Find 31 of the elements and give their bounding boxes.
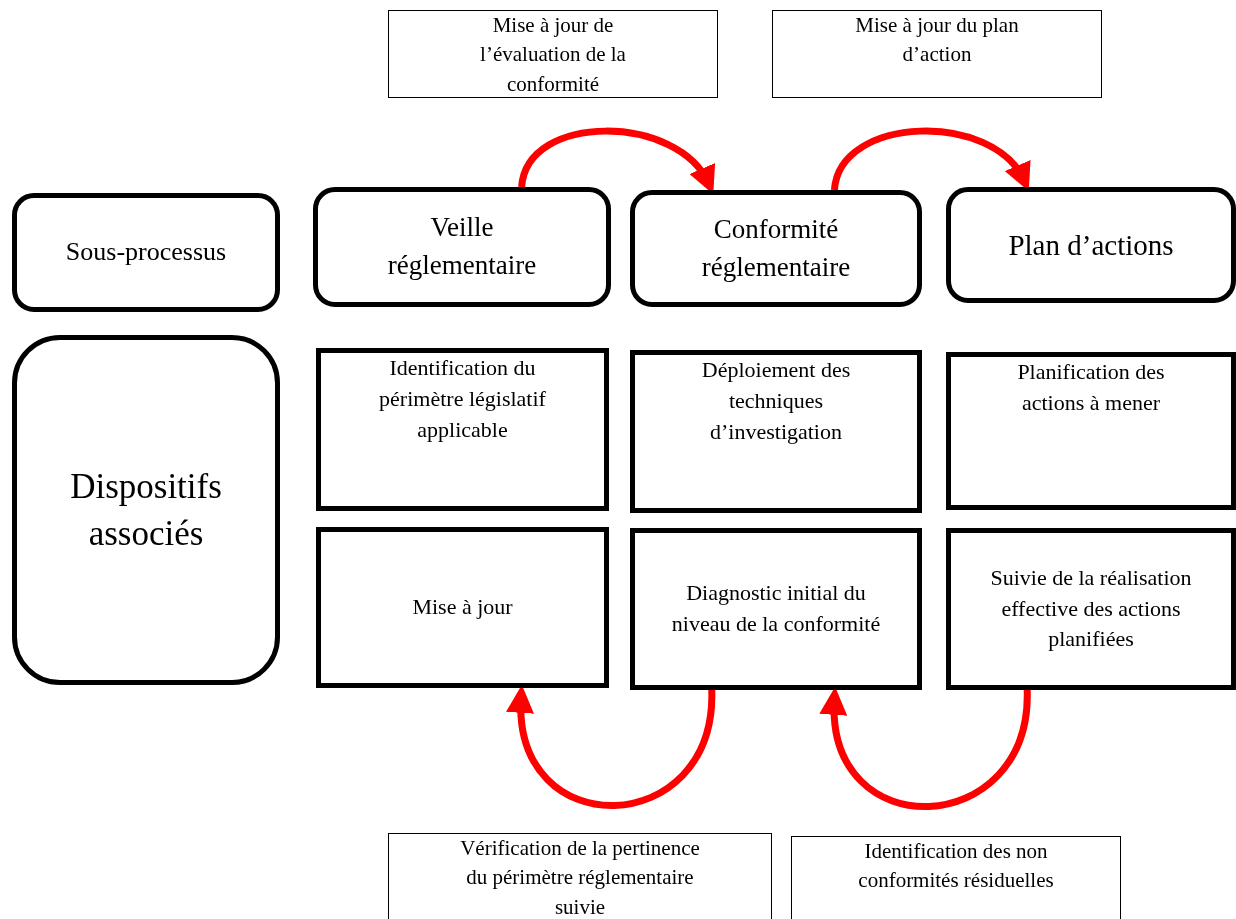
- box-label: Plan d’actions: [1008, 227, 1174, 263]
- step-box: [316, 348, 609, 511]
- box-label: Veille réglementaire: [387, 211, 537, 282]
- box-label: Suivie de la réalisation effective des actions planifiées: [989, 563, 1193, 654]
- process-box: [946, 187, 1236, 303]
- process-box: [630, 190, 922, 307]
- box-label: Sous-processus: [65, 236, 227, 269]
- note-box: [791, 836, 1121, 919]
- process-box: [12, 193, 280, 312]
- box-label: Identification du périmètre législatif applicable: [378, 354, 547, 444]
- step-box: [630, 350, 922, 513]
- step-box: [946, 528, 1236, 690]
- box-label: Vérification de la pertinence du périmètre réglementaire suivie: [459, 835, 701, 919]
- box-label: Dispositifs associés: [69, 465, 223, 555]
- process-box: [313, 187, 611, 307]
- box-label: Mise à jour de l’évaluation de la conformité: [479, 12, 627, 98]
- note-box: [388, 833, 772, 919]
- note-box: [388, 10, 718, 98]
- box-label: Déploiement des techniques d’investigation: [700, 356, 852, 446]
- box-label: Mise à jour du plan d’action: [854, 12, 1020, 69]
- box-label: Mise à jour: [412, 593, 513, 622]
- step-box: [630, 528, 922, 690]
- note-box: [772, 10, 1102, 98]
- step-box: [316, 527, 609, 688]
- curved-arrow: [831, 127, 1031, 191]
- category-box: [12, 335, 280, 685]
- box-label: Diagnostic initial du niveau de la conformité: [670, 579, 882, 638]
- box-label: Conformité réglementaire: [700, 212, 852, 284]
- step-box: [946, 352, 1236, 510]
- box-label: Planification des actions à mener: [1016, 358, 1166, 417]
- box-label: Identification des non conformités résiduelles: [857, 838, 1055, 895]
